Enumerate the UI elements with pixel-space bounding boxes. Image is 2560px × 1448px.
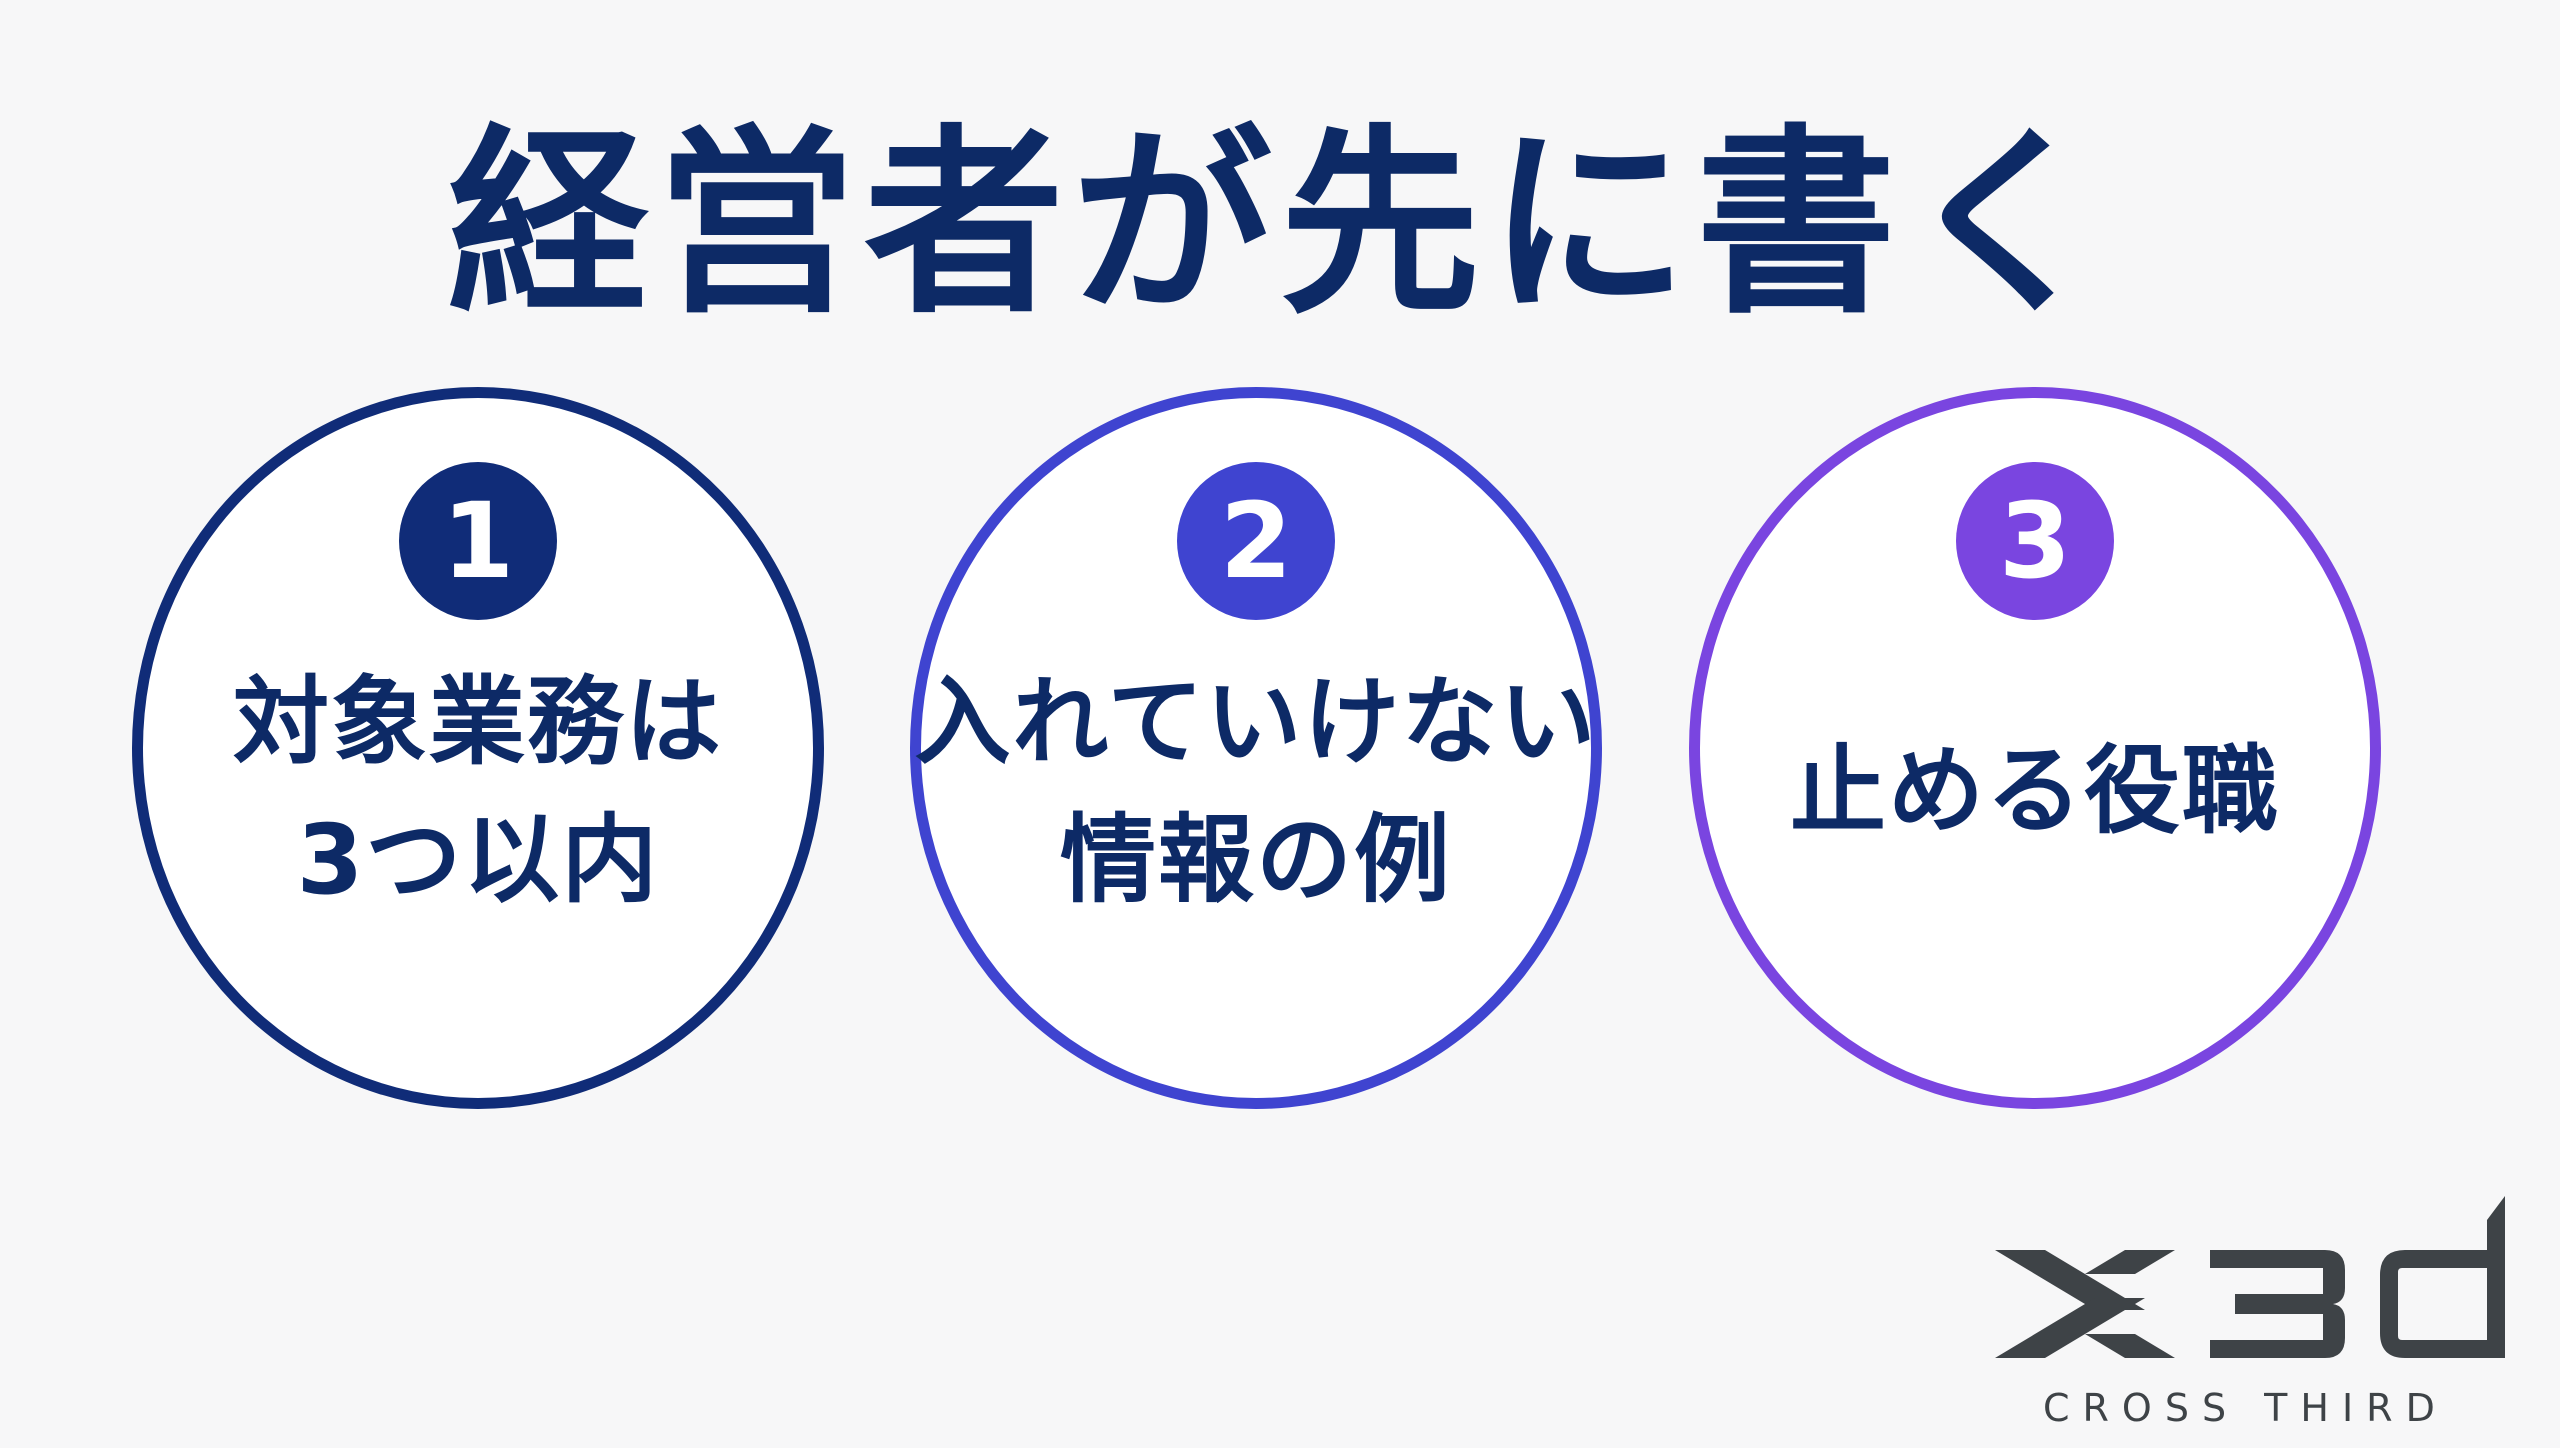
step-2-text-line-1: 入れていけない <box>914 666 1598 778</box>
step-2-number-badge: 2 <box>1177 462 1335 620</box>
step-1-circle: 1 対象業務は 3つ以内 <box>132 387 824 1109</box>
step-3-circle: 3 止める役職 <box>1689 387 2381 1109</box>
step-3-number-badge: 3 <box>1956 462 2114 620</box>
x3d-logo: CROSS THIRD <box>1985 1190 2525 1430</box>
step-1-text-line-1: 対象業務は <box>233 666 723 778</box>
step-2-text-line-2: 情報の例 <box>1060 804 1452 916</box>
step-1-text-line-2: 3つ以内 <box>296 804 660 916</box>
logo-tagline: CROSS THIRD <box>2043 1386 2448 1430</box>
step-1-text: 対象業務は 3つ以内 <box>183 656 773 926</box>
step-2-circle: 2 入れていけない 情報の例 <box>910 387 1602 1109</box>
x3d-wordmark-logo <box>1995 1196 2505 1358</box>
step-3-text: 止める役職 <box>1740 656 2330 926</box>
page-title: 経営者が先に書く <box>447 108 2112 341</box>
step-3-text-line-1: 止める役職 <box>1790 735 2280 847</box>
step-1-number-badge: 1 <box>399 462 557 620</box>
step-2-text: 入れていけない 情報の例 <box>914 656 1595 926</box>
